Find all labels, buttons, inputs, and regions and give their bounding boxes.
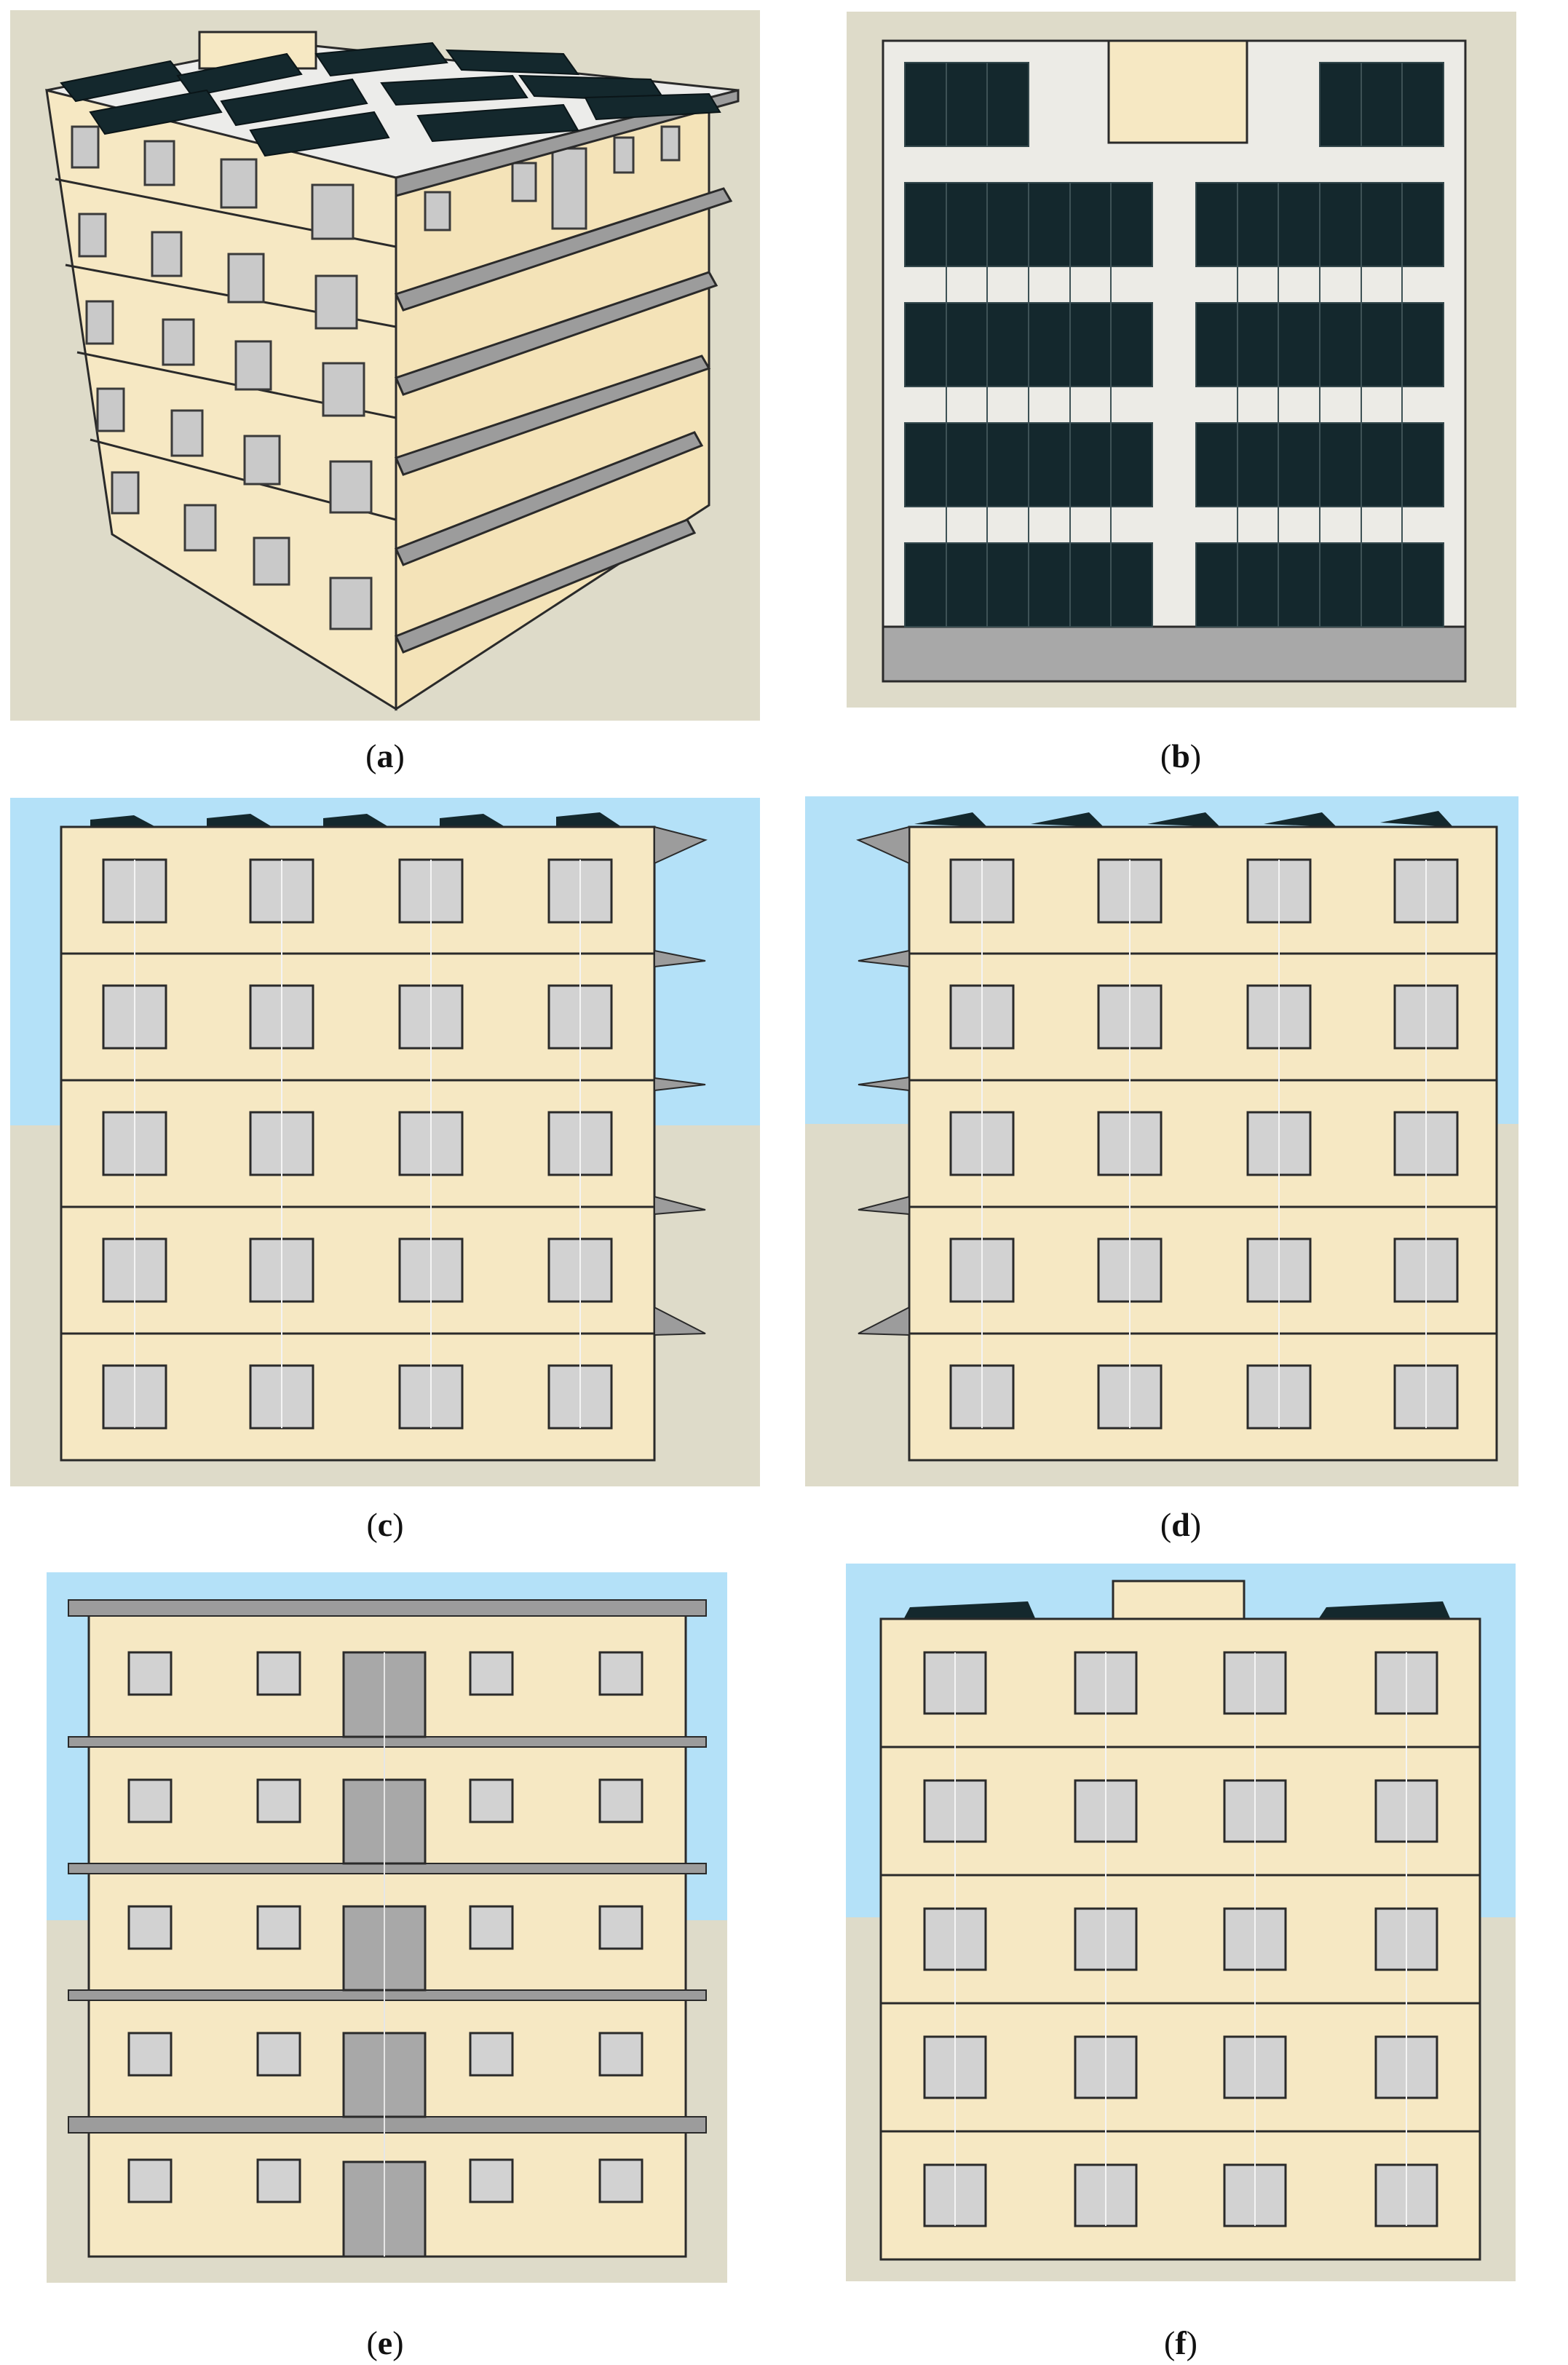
roof-solar-edges [914,811,1453,827]
panel-c-elevation [10,798,760,1486]
caption-c: (c) [366,1506,404,1543]
rooftop-solar-panels [60,41,721,157]
window-mullions [134,860,581,1428]
panel-f-elevation [846,1564,1516,2281]
right-facade-windows [424,125,681,231]
roof-solar-edges [904,1601,1450,1618]
windows [949,858,1459,1430]
window-mullions [954,1652,1407,2226]
solar-module-dividers [946,63,1403,627]
windows [127,1651,644,2203]
window-mullions [981,860,1427,1428]
side-balcony-slabs [654,825,708,1336]
caption-d: (d) [1160,1506,1202,1543]
panel-a-isometric-view [10,10,760,721]
balcony-slabs [394,89,740,654]
panel-e-elevation [47,1572,727,2283]
panel-b-roof-plan [847,12,1516,708]
side-balcony-slabs [856,825,910,1336]
floor-lines [909,952,1497,1335]
balcony-slabs [68,1599,707,2134]
rooftop-unit [1112,1580,1246,1620]
rooftop-unit [1107,39,1248,144]
panel-d-elevation [805,796,1518,1486]
caption-f: (f) [1164,2324,1197,2361]
caption-b: (b) [1160,737,1202,775]
roof-solar-edges [90,812,622,827]
floor-lines [881,1746,1480,2133]
roof-parapet-strip [882,625,1467,683]
floor-lines [61,952,654,1335]
caption-e: (e) [366,2324,404,2361]
left-facade-windows [71,125,373,630]
caption-a: (a) [365,737,405,775]
